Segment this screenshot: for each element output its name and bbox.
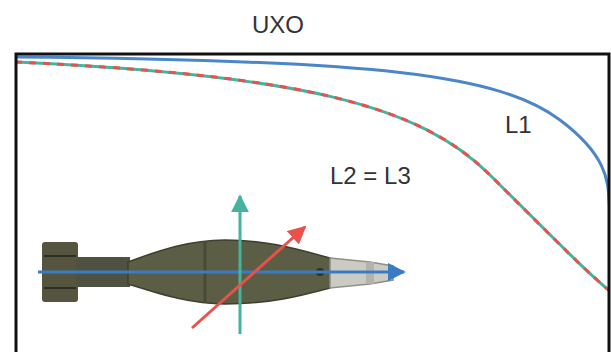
axis-arrows (38, 196, 404, 334)
curve-l1 (16, 57, 609, 215)
vertical-axis-arrow (239, 196, 242, 334)
oblique-axis-arrow (192, 227, 305, 328)
frame (16, 54, 609, 352)
curve-label: L1 (505, 112, 532, 138)
long-axis-arrow (38, 271, 404, 274)
diagram-title: UXO (252, 12, 304, 38)
curve-label: L2 = L3 (330, 163, 411, 189)
